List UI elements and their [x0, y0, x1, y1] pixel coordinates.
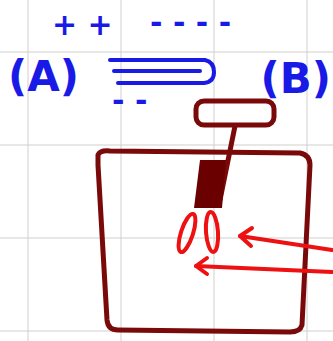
- leaves: [175, 212, 219, 254]
- object-label: (A): [8, 56, 79, 98]
- charge-sign: - - - -: [150, 8, 231, 38]
- object-label: (B): [261, 58, 331, 100]
- charged-rod: [110, 60, 214, 83]
- pointer-arrows: [196, 228, 332, 274]
- metal-stem: [194, 160, 226, 208]
- charge-sign: + +: [52, 10, 113, 40]
- electroscope: [98, 101, 310, 332]
- charge-sign: - -: [112, 86, 147, 116]
